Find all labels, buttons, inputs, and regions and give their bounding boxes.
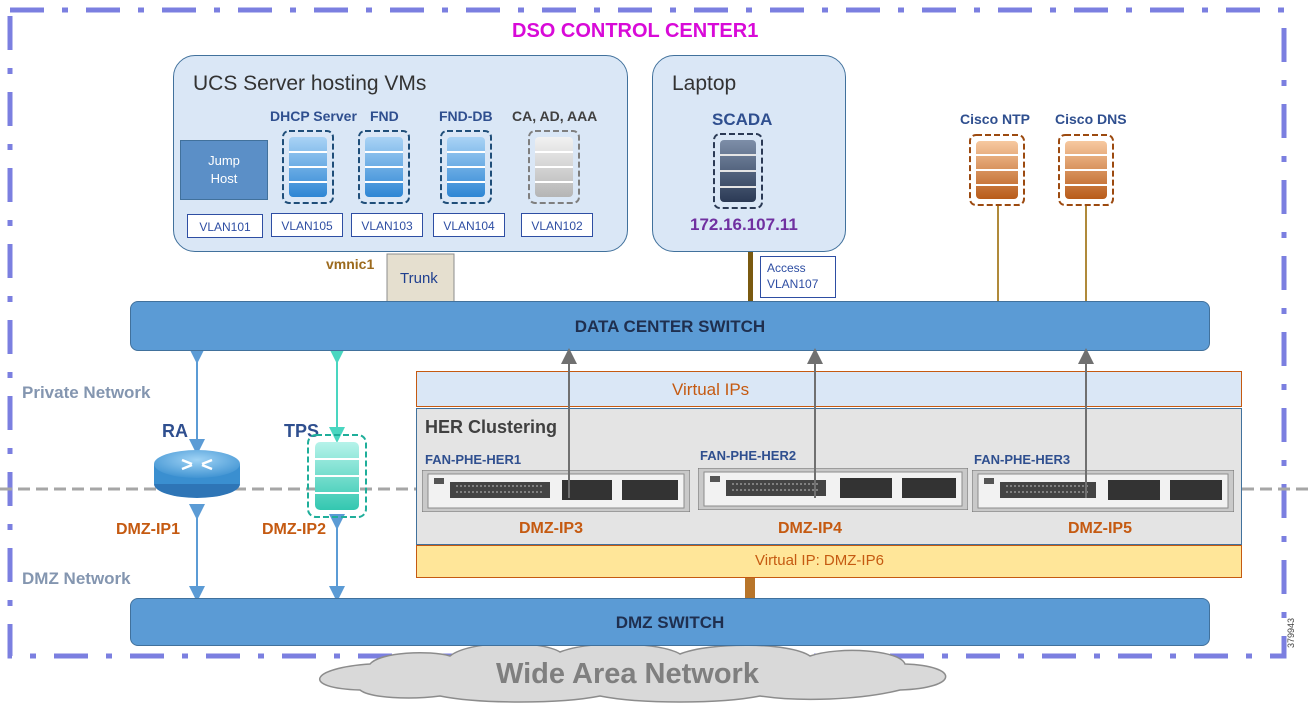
vlan-label: VLAN102 (521, 213, 593, 237)
access-vlan-box (760, 256, 836, 298)
virtual-ips-bar (416, 371, 1242, 407)
data-center-switch-label: DATA CENTER SWITCH (574, 317, 766, 336)
access-label: Access (767, 261, 806, 275)
dns-label: Cisco DNS (1055, 111, 1127, 127)
ntp-server-icon (969, 134, 1025, 206)
laptop-title: Laptop (672, 72, 737, 95)
vm-label-fnd-db: FND-DB (439, 108, 493, 124)
trunk-label: Trunk (400, 270, 438, 287)
wan-label: Wide Area Network (496, 658, 759, 690)
scada-ip: 172.16.107.11 (690, 215, 798, 234)
virtual-ip-dmz-link (745, 577, 755, 599)
scada-label: SCADA (712, 110, 773, 129)
vlan-label: VLAN103 (351, 213, 423, 237)
tps-label: TPS (284, 421, 320, 441)
virtual-ips-label: Virtual IPs (672, 380, 750, 399)
dmz-network-label: DMZ Network (22, 569, 131, 588)
vlan-label: VLAN101 (187, 214, 263, 238)
wan-cloud (319, 642, 947, 703)
scada-server-icon (713, 133, 763, 209)
ra-label: RA (162, 421, 188, 441)
her1-name: FAN-PHE-HER1 (425, 452, 522, 467)
ucs-server-title: UCS Server hosting VMs (193, 72, 427, 95)
vmnic-label: vmnic1 (326, 256, 375, 272)
jump-host-text: Jump Host (208, 153, 240, 186)
dmz-switch: DMZ SWITCH (130, 598, 1210, 646)
access-vlan-label: VLAN107 (767, 277, 819, 291)
jump-host-label: Jump Host (180, 152, 268, 188)
virtual-ip-dmz-bar (416, 545, 1242, 578)
trunk-connector (386, 253, 455, 303)
her3-dmz-ip: DMZ-IP5 (1068, 520, 1132, 537)
vlan-label: VLAN105 (271, 213, 343, 237)
data-center-switch: DATA CENTER SWITCH (130, 301, 1210, 351)
server-icon (358, 130, 410, 204)
vm-label-fnd: FND (370, 108, 399, 124)
router-icon (154, 450, 240, 498)
dns-server-icon (1058, 134, 1114, 206)
her-clustering-label: HER Clustering (425, 417, 558, 437)
server-icon (528, 130, 580, 204)
diagram-title: DSO CONTROL CENTER1 (512, 20, 759, 42)
ntp-label: Cisco NTP (960, 111, 1031, 127)
her2-dmz-ip: DMZ-IP4 (778, 520, 842, 537)
vm-label-dhcp: DHCP Server (270, 108, 357, 124)
router-chassis-icon (422, 470, 690, 512)
her2-name: FAN-PHE-HER2 (700, 448, 797, 463)
her1-dmz-ip: DMZ-IP3 (519, 520, 583, 537)
server-icon (282, 130, 334, 204)
router-chassis-icon (698, 468, 968, 510)
tps-server-icon (307, 434, 367, 518)
virtual-ip-dmz-label: Virtual IP: DMZ-IP6 (755, 552, 884, 569)
vm-label-ca-ad-aaa: CA, AD, AAA (512, 108, 598, 124)
laptop-link (748, 252, 753, 302)
tps-dmz-ip: DMZ-IP2 (262, 521, 326, 538)
control-center-frame (7, 7, 1287, 659)
figure-id: 379943 (1286, 617, 1296, 648)
her3-name: FAN-PHE-HER3 (974, 452, 1071, 467)
private-network-label: Private Network (22, 383, 151, 402)
ra-dmz-ip: DMZ-IP1 (116, 521, 180, 538)
router-chassis-icon (972, 470, 1234, 512)
jump-host-box (180, 140, 268, 200)
vlan-label: VLAN104 (433, 213, 505, 237)
server-icon (440, 130, 492, 204)
dmz-switch-label: DMZ SWITCH (615, 613, 725, 632)
